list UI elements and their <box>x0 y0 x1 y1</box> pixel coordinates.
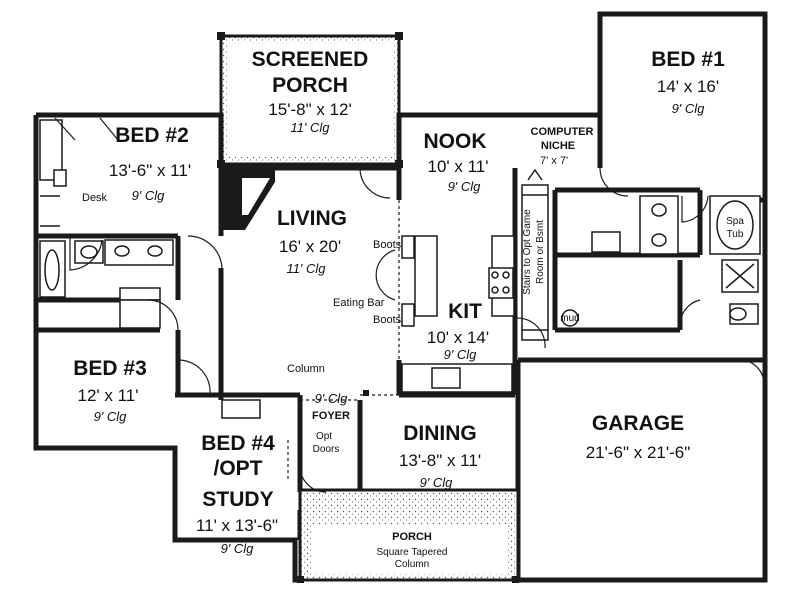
nook-name: NOOK <box>424 130 487 153</box>
label-bed4: BED #4 /OPT STUDY 11' x 13'-6" 9' Clg <box>196 432 278 556</box>
computer-niche-dim: 7' x 7' <box>540 155 568 167</box>
screened-porch-name-2: PORCH <box>272 74 348 97</box>
dining-name: DINING <box>403 422 477 445</box>
spa-note-2: Tub <box>727 229 744 240</box>
kit-clg: 9' Clg <box>444 347 478 362</box>
opt-doors-note-2: Doors <box>313 444 340 455</box>
fireplace <box>222 170 275 230</box>
square-tapered-note-1: Square Tapered <box>377 547 448 558</box>
nook-clg: 9' Clg <box>448 179 482 194</box>
bed3-name: BED #3 <box>73 357 147 380</box>
dining-dim: 13'-8" x 11' <box>399 451 481 470</box>
porch-name: PORCH <box>392 531 432 543</box>
bed4-clg: 9' Clg <box>221 541 255 556</box>
label-mud: mud <box>560 313 579 324</box>
kit-name: KIT <box>448 300 482 323</box>
mud-note: mud <box>560 313 579 324</box>
door-swings <box>54 117 765 493</box>
screened-porch-name-1: SCREENED <box>252 48 369 71</box>
stairs-note-1: Stairs to Opt Game <box>522 209 533 295</box>
living-name: LIVING <box>277 207 347 230</box>
label-dining: DINING 13'-8" x 11' 9' Clg <box>399 422 481 490</box>
label-computer-niche: COMPUTER NICHE 7' x 7' <box>531 126 594 167</box>
bed1-name: BED #1 <box>651 48 725 71</box>
bed3-clg: 9' Clg <box>94 409 128 424</box>
bed1-clg: 9' Clg <box>672 101 706 116</box>
stairs <box>521 168 549 341</box>
bed4-name-2: /OPT <box>213 457 262 480</box>
label-stairs: Stairs to Opt Game Room or Bsmt <box>522 209 546 295</box>
computer-niche-name-2: NICHE <box>541 140 575 152</box>
label-screened-porch: SCREENED PORCH 15'-8" x 12' 11' Clg <box>252 48 369 135</box>
bed4-dim: 11' x 13'-6" <box>196 516 278 535</box>
label-kit: KIT 10' x 14' 9' Clg <box>427 300 489 362</box>
boots-note-upper: Boots <box>373 239 402 251</box>
column-note: Column <box>287 363 325 375</box>
label-column: Column <box>287 363 325 375</box>
bed2-closet <box>39 119 261 419</box>
bed1-dim: 14' x 16' <box>657 77 719 96</box>
label-porch: PORCH Square Tapered Column <box>377 531 448 570</box>
front-porch <box>297 488 520 583</box>
nook-dim: 10' x 11' <box>428 157 489 176</box>
label-bed2: BED #2 13'-6" x 11' 9' Clg Desk <box>82 124 191 204</box>
opt-doors-note-1: Opt <box>316 431 332 442</box>
screened-porch-dim: 15'-8" x 12' <box>268 100 351 119</box>
living-clg: 11' Clg <box>286 261 326 276</box>
eating-bar-note: Eating Bar <box>333 297 385 309</box>
computer-niche-name-1: COMPUTER <box>531 126 594 138</box>
dining-clg: 9' Clg <box>420 475 454 490</box>
stairs-note-2: Room or Bsmt <box>535 220 546 284</box>
kitchen-fixtures <box>401 235 515 393</box>
bed4-name-1: BED #4 <box>201 432 275 455</box>
foyer-clg: 9' Clg <box>315 391 349 406</box>
kit-dim: 10' x 14' <box>427 328 489 347</box>
bed2-name: BED #2 <box>115 124 189 147</box>
label-bed3: BED #3 12' x 11' 9' Clg <box>73 357 147 424</box>
label-garage: GARAGE 21'-6" x 21'-6" <box>586 412 691 462</box>
label-nook: NOOK 10' x 11' 9' Clg <box>424 130 489 194</box>
label-foyer: 9' Clg FOYER Opt Doors <box>312 391 350 455</box>
bed3-dim: 12' x 11' <box>78 386 139 405</box>
label-spa-tub: Spa Tub <box>726 216 744 240</box>
bath-fixtures <box>39 239 174 329</box>
screened-porch <box>217 32 403 168</box>
openings <box>287 200 515 480</box>
desk-note: Desk <box>82 192 108 204</box>
bed4-name-3: STUDY <box>202 488 273 511</box>
label-living: LIVING 16' x 20' 11' Clg <box>277 207 347 276</box>
square-tapered-note-2: Column <box>395 559 429 570</box>
foyer-name: FOYER <box>312 410 350 422</box>
garage-name: GARAGE <box>592 412 684 435</box>
label-bed1: BED #1 14' x 16' 9' Clg <box>651 48 725 116</box>
bed2-clg: 9' Clg <box>132 188 166 203</box>
label-kitchen-notes: Boots Eating Bar Boots <box>333 239 402 326</box>
master-bath-fixtures <box>561 195 761 327</box>
living-dim: 16' x 20' <box>279 237 341 256</box>
bed2-dim: 13'-6" x 11' <box>109 161 191 180</box>
spa-note-1: Spa <box>726 216 744 227</box>
garage-dim: 21'-6" x 21'-6" <box>586 443 691 462</box>
boots-note-lower: Boots <box>373 314 402 326</box>
screened-porch-clg: 11' Clg <box>290 120 330 135</box>
